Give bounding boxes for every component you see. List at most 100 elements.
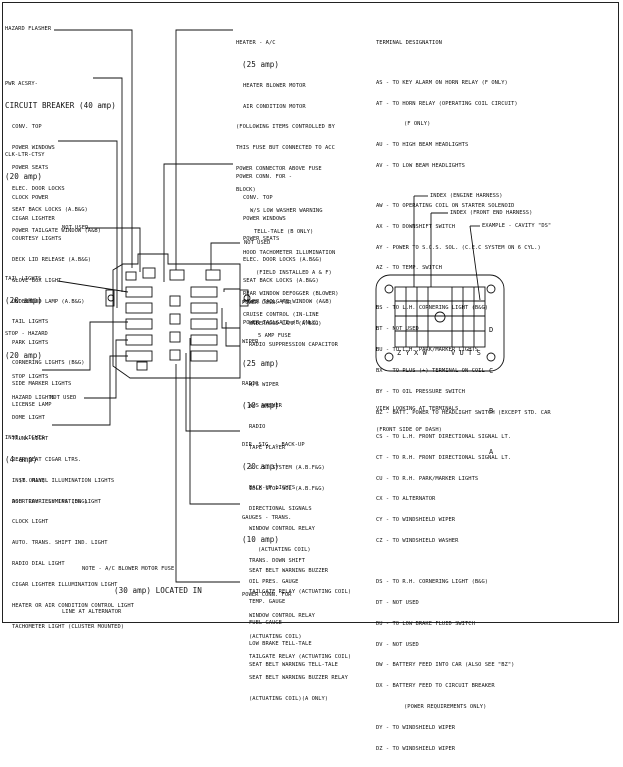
text-line: (20 amp) xyxy=(242,461,279,471)
text-line: TEMP. GAUGE xyxy=(249,599,286,606)
fuse-slot xyxy=(125,334,153,346)
text-line: ELEC. DOOR LOCKS (A.B&G) xyxy=(243,257,323,264)
label-pwr-acsry: PWR ACSRY- CIRCUIT BREAKER (40 amp) CONV… xyxy=(5,67,116,249)
text-line: POWER WINDOWS xyxy=(12,144,55,151)
text-line: (25 amp) xyxy=(242,59,279,69)
text-line: NOT USED xyxy=(50,395,77,401)
text-line: CIGAR LIGHTER xyxy=(12,215,55,222)
spacer xyxy=(376,286,551,291)
text-line: AY - POWER TO S.C.S. SOL. (C.E.C SYSTEM … xyxy=(376,244,541,251)
connector-slot xyxy=(169,313,181,325)
text-line: DIR. SIG. - BACK-UP xyxy=(242,441,305,448)
text-line: FUEL GAUGE xyxy=(249,620,282,627)
fuse-slot xyxy=(190,350,218,362)
text-line: CU - TO R.H. PARK/MARKER LIGHTS xyxy=(376,475,479,482)
text-line: WINDOW CONTROL RELAY xyxy=(249,526,315,533)
text-line: INDEX (ENGINE HARNESS) xyxy=(430,193,503,199)
text-line: HEATER - A/C xyxy=(236,39,276,46)
label-heater-ac: HEATER - A/C (25 amp) HEATER BLOWER MOTO… xyxy=(236,26,339,354)
connector-slot xyxy=(169,269,185,281)
diagram-frame xyxy=(2,2,619,623)
text-line: W/S WIPER xyxy=(249,381,279,388)
wiring-diagram-page: HAZARD FLASHER PWR ACSRY- CIRCUIT BREAKE… xyxy=(2,2,619,752)
mount-tab-left xyxy=(105,289,115,307)
text-line: LINE AT ALTERNATOR xyxy=(62,608,122,615)
text-line: LICENSE LAMP xyxy=(12,402,52,409)
text-line: HEATER OR AIR CONDITION CONTROL LIGHT xyxy=(12,602,134,609)
spacer xyxy=(376,559,514,565)
text-line: TAILGATE RELAY (ACTUATING COIL) xyxy=(249,654,352,661)
text-line: SEAT BELT WARNING BUZZER xyxy=(249,568,329,575)
terminal-connector-outline xyxy=(375,274,505,372)
label-tail-lights: TAIL LIGHTS (20 amp) TAIL LIGHTS PARK LI… xyxy=(5,262,85,423)
text-line: TACHOMETER LIGHT (CLUSTER MOUNTED) xyxy=(12,623,125,630)
text-line: DIRECTIONAL SIGNALS xyxy=(249,505,312,512)
connector-row-letters: D C B A xyxy=(489,297,506,486)
text-line: (20 amp) xyxy=(5,171,42,181)
text-line: STOP LIGHTS xyxy=(12,373,49,380)
text-line: TAIL LIGHTS xyxy=(5,275,42,282)
fuse-slot xyxy=(190,318,218,330)
text-line: GAUGES - TRANS. xyxy=(242,514,292,521)
text-line: INST. PANEL ILLUMINATION LIGHTS xyxy=(12,477,115,484)
fuse-block-outline xyxy=(112,253,241,379)
mount-hole-right xyxy=(243,294,251,302)
label-clk-ltr-ctsy: CLK-LTR-CTSY (20 amp) CLOCK POWER CIGAR … xyxy=(5,138,91,320)
text-line: DY - TO WINDSHIELD WIPER xyxy=(376,724,456,731)
text-line: HEATER BLOWER MOTOR xyxy=(243,82,306,89)
text-line: CRUISE CONTROL (IN-LINE xyxy=(243,312,319,319)
label-not-used-middle: NOT USED xyxy=(244,240,270,247)
fuse-slot xyxy=(125,350,153,362)
text-line: PWR ACSRY- xyxy=(5,80,38,87)
text-line: CLK-LTR-CTSY xyxy=(5,151,45,158)
text-line: DS - TO R.H. CORNERING LIGHT (B&G) xyxy=(376,578,489,585)
label-not-used-left-2: NOT USED xyxy=(50,395,76,402)
text-line: EXAMPLE - CAVITY "DS" xyxy=(482,223,552,229)
text-line: (4 amp) xyxy=(5,454,38,464)
text-line: B xyxy=(489,407,494,415)
text-line: BZ - BATT. POWER TO HEADLIGHT SWITCH (EX… xyxy=(376,409,551,416)
text-line: SEAT BACK LOCKS (A.B&G) xyxy=(243,278,319,285)
text-line: THIS FUSE BUT CONNECTED TO ACC xyxy=(236,145,335,152)
text-line: W/S WASHER xyxy=(249,402,282,409)
text-line: (10 amp) xyxy=(242,400,279,410)
text-line: POWER WINDOWS xyxy=(243,215,286,222)
text-line: WINDOW CONTROL RELAY xyxy=(249,612,315,619)
text-line: Z Y X W xyxy=(397,349,427,357)
text-line: AIR CONDITION MOTOR xyxy=(243,103,306,110)
text-line: POWER TAILGATE WINDOW (A&B) xyxy=(243,299,332,306)
text-line: DZ - TO WINDSHIELD WIPER xyxy=(376,745,456,752)
label-stop-hazard: STOP - HAZARD (20 amp) STOP LIGHTS HAZAR… xyxy=(5,317,88,520)
label-index-engine: INDEX (ENGINE HARNESS) xyxy=(430,193,503,200)
text-line: HAZARD LIGHTS xyxy=(12,394,55,401)
text-line: CS - TO L.H. FRONT DIRECTIONAL SIGNAL LT… xyxy=(376,433,512,440)
label-view-looking: VIEW LOOKING AT TERMINALS (FRONT SIDE OF… xyxy=(376,392,458,448)
label-radio: RADIO (10 amp) RADIO TAPE PLAYER S.C.S. … xyxy=(242,367,325,507)
text-line: DX - BATTERY FEED TO CIRCUIT BREAKER xyxy=(376,683,495,690)
text-line: RADIO xyxy=(242,380,259,387)
text-line: BX - TO PLUS (+) TERMINAL ON COIL xyxy=(376,367,485,374)
text-line: AS - TO KEY ALARM ON HORN RELAY (F ONLY) xyxy=(376,79,508,86)
text-line: AUTO. TRANS. SHIFT IND. LIGHT xyxy=(12,540,108,547)
text-line: V U T S xyxy=(451,349,481,357)
circuit-breaker-slot xyxy=(125,271,137,281)
text-line: TAPE PLAYER xyxy=(249,444,286,451)
fuse-slot xyxy=(190,334,218,346)
text-line: CT - TO R.H. FRONT DIRECTIONAL SIGNAL LT… xyxy=(376,454,512,461)
text-line: CONV. TOP xyxy=(12,123,42,130)
label-example-cavity: EXAMPLE - CAVITY "DS" xyxy=(482,223,551,230)
label-index-front: INDEX (FRONT END HARNESS) xyxy=(450,210,532,217)
text-line: BACK-UP LIGHTS xyxy=(249,484,296,491)
label-power-conn-1: POWER CONN. FOR - CONV. TOP POWER WINDOW… xyxy=(236,160,332,341)
text-line: SIDE MARKER LIGHTS xyxy=(12,381,72,388)
text-line: DECK LID RELEASE (A.B&G) xyxy=(12,257,92,264)
text-line: (ACTUATING COIL) xyxy=(249,633,302,640)
text-line: REAR SEAT CIGAR LTRS. xyxy=(12,457,82,464)
text-line: (20 amp) xyxy=(5,350,42,360)
text-line: PARK LIGHTS xyxy=(12,339,49,346)
text-line: REAR WINDOW DEFOGGER (BLOWER) xyxy=(243,291,339,298)
text-line: TRANS. DOWN SHIFT xyxy=(249,557,306,564)
text-line: (ACTUATING COIL)(A ONLY) xyxy=(249,696,329,703)
text-line: GLOVE BOX LIGHT xyxy=(12,278,62,285)
text-line: BS - TO L.H. CORNERING LIGHT (B&G) xyxy=(376,305,489,312)
